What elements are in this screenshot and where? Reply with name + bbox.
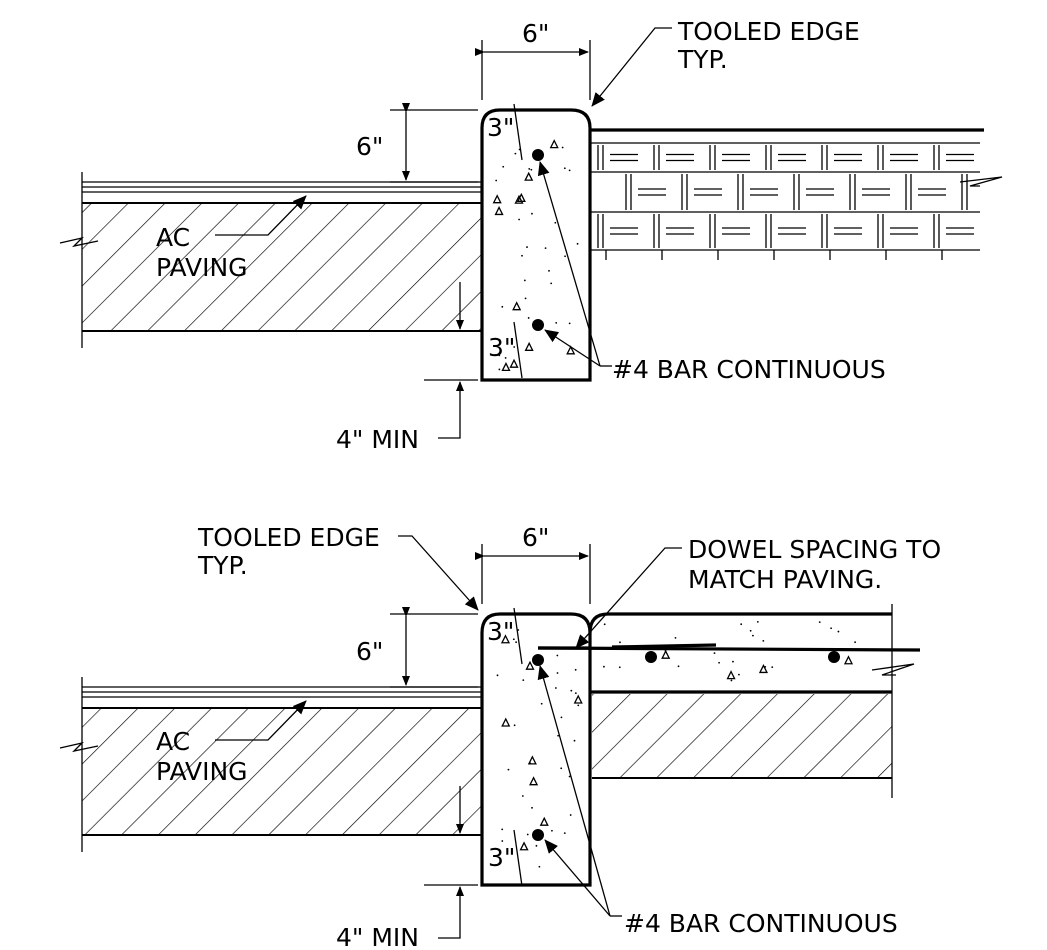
height-dimension-1: 6" bbox=[356, 103, 478, 183]
width-dimension-1: 6" bbox=[475, 19, 591, 100]
cover-top-label: 3" bbox=[487, 113, 514, 142]
width-dimension-2: 6" bbox=[475, 523, 591, 604]
concrete-curb-1 bbox=[480, 108, 592, 382]
tooled-edge-sub-label-2: TYP. bbox=[197, 551, 248, 580]
curb-height-label-2: 6" bbox=[356, 637, 383, 666]
height-dimension-2: 6" bbox=[356, 607, 478, 688]
curb-height-label: 6" bbox=[356, 132, 383, 161]
rebar-top-2 bbox=[532, 654, 544, 666]
min-embed-label-2: 4" MIN bbox=[336, 923, 419, 950]
cover-top-label-2: 3" bbox=[487, 617, 514, 646]
paving-label: PAVING bbox=[156, 253, 248, 282]
rebar-bottom-2 bbox=[532, 829, 544, 841]
curb-width-label: 6" bbox=[522, 19, 549, 48]
ac-label-2: AC bbox=[156, 727, 190, 756]
rebar-label-2: #4 BAR CONTINUOUS bbox=[624, 909, 898, 938]
rebar-top-1 bbox=[532, 149, 544, 161]
cover-bottom-label-2: 3" bbox=[488, 843, 515, 872]
concrete-curb-2 bbox=[480, 612, 592, 887]
rebar-label: #4 BAR CONTINUOUS bbox=[612, 355, 886, 384]
min-embed-label: 4" MIN bbox=[336, 425, 419, 454]
dowel-sub-label: MATCH PAVING. bbox=[688, 565, 882, 594]
rebar-bottom-1 bbox=[532, 319, 544, 331]
tooled-edge-label: TOOLED EDGE bbox=[677, 17, 860, 46]
paving-label-2: PAVING bbox=[156, 757, 248, 786]
curb-width-label-2: 6" bbox=[522, 523, 549, 552]
slab-rebar-1 bbox=[645, 651, 657, 663]
ac-paving-section-1 bbox=[59, 172, 482, 348]
ac-label: AC bbox=[156, 223, 190, 252]
tooled-edge-sub-label: TYP. bbox=[677, 45, 728, 74]
detail-2: 6" 6" 3" 3" TOOLED EDGE TYP. DOWEL SPACI… bbox=[59, 523, 941, 950]
dowel-label: DOWEL SPACING TO bbox=[688, 535, 941, 564]
concrete-paving-slab bbox=[537, 604, 921, 798]
cover-bottom-label: 3" bbox=[488, 333, 515, 362]
slab-rebar-2 bbox=[828, 651, 840, 663]
brick-pavers-section bbox=[590, 128, 1003, 260]
detail-1: 6" 6" 3" 3" TOOLED EDGE TYP. AC PAVING #… bbox=[59, 17, 1003, 454]
ac-paving-section-2 bbox=[59, 677, 482, 852]
tooled-edge-label-2: TOOLED EDGE bbox=[197, 523, 380, 552]
